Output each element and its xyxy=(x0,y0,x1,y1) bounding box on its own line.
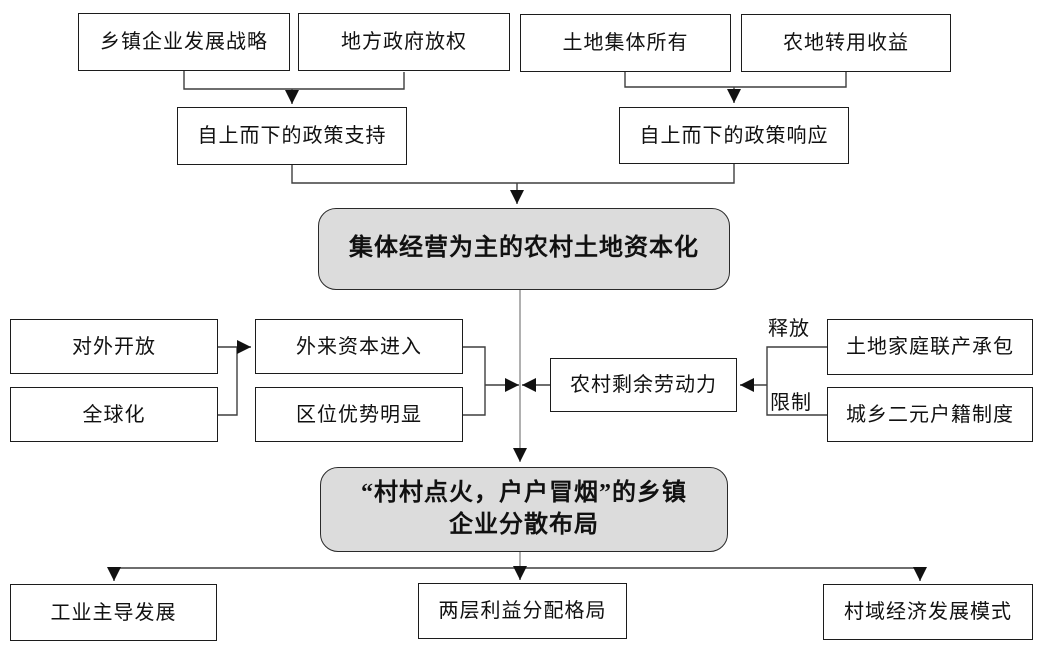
node-collective-land-ownership: 土地集体所有 xyxy=(520,14,731,72)
edge-globalization-join xyxy=(218,347,238,416)
edge-policy-bracket xyxy=(291,164,735,184)
node-two-tier-benefit-distribution: 两层利益分配格局 xyxy=(418,583,627,639)
edge-topright-bracket xyxy=(624,72,847,88)
node-urban-rural-hukou-system: 城乡二元户籍制度 xyxy=(827,387,1033,442)
stage2-line1: “村村点火，户户冒烟”的乡镇 xyxy=(361,480,687,507)
node-foreign-capital-entry: 外来资本进入 xyxy=(255,319,463,374)
node-industry-led-development: 工业主导发展 xyxy=(10,584,217,641)
stage2-line2: 企业分散布局 xyxy=(449,511,599,538)
edge-label-release: 释放 xyxy=(768,318,810,340)
edge-capital-bracket xyxy=(463,346,486,416)
node-local-government-devolution: 地方政府放权 xyxy=(298,13,510,71)
node-topdown-policy-support: 自上而下的政策支持 xyxy=(177,107,407,165)
edge-label-restrict: 限制 xyxy=(770,392,812,414)
node-rural-surplus-labor: 农村剩余劳动力 xyxy=(550,358,737,412)
node-stage1-collective-land-capitalization: 集体经营为主的农村土地资本化 xyxy=(318,208,730,290)
node-household-contract-responsibility: 土地家庭联产承包 xyxy=(827,319,1033,375)
node-township-enterprise-strategy: 乡镇企业发展战略 xyxy=(78,13,290,71)
node-stage2-dispersed-township-enterprises: “村村点火，户户冒烟”的乡镇 企业分散布局 xyxy=(320,467,728,552)
node-globalization: 全球化 xyxy=(10,387,218,442)
node-topdown-policy-response: 自上而下的政策响应 xyxy=(619,107,849,164)
edge-topleft-bracket xyxy=(183,71,405,90)
node-location-advantage: 区位优势明显 xyxy=(255,387,463,442)
node-village-economic-development-model: 村域经济发展模式 xyxy=(823,584,1033,640)
node-opening-up: 对外开放 xyxy=(10,319,218,374)
node-farmland-conversion-income: 农地转用收益 xyxy=(741,14,951,72)
